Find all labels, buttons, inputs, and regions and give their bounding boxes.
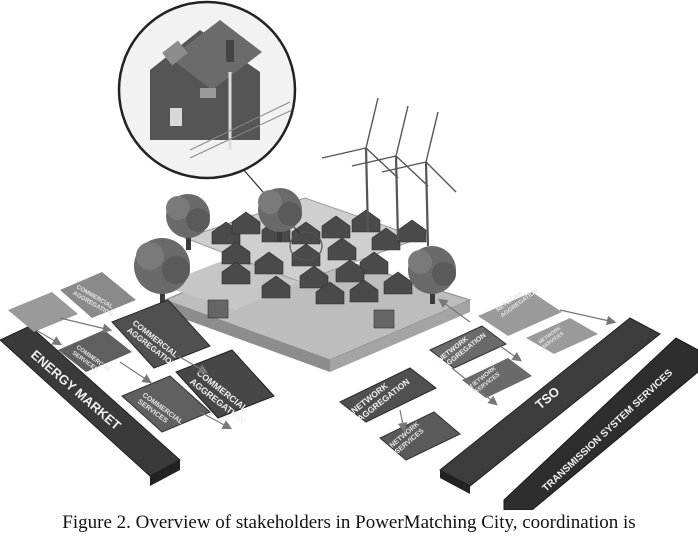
tree-icon	[258, 188, 302, 242]
wind-turbine-icon	[381, 111, 457, 247]
small-blocks-left: COMMERCIALAGGREGATION COMMERCIALSERVICES	[8, 272, 136, 374]
right-arrows	[397, 298, 617, 433]
network-aggregation-block-1: NETWORKAGGREGATION	[429, 325, 507, 370]
tree-icon	[166, 194, 210, 250]
stakeholder-diagram: ENERGY MARKET COMMERCIALAGGREGATION COMM…	[0, 0, 698, 511]
tree-icon	[408, 246, 456, 304]
network-aggregation-small: NETWORKAGGREGATION NETWORKSERVICES	[478, 288, 598, 354]
tree-icon	[134, 238, 190, 304]
house-detail-icon	[117, 0, 297, 180]
left-arrows	[35, 317, 233, 430]
figure-caption: Figure 2. Overview of stakeholders in Po…	[62, 512, 636, 533]
focus-ring	[289, 231, 323, 261]
wind-turbines	[321, 97, 457, 247]
tso-block: TSO	[439, 317, 661, 494]
wind-turbine-icon	[351, 105, 429, 241]
diagram-canvas: ENERGY MARKET COMMERCIALAGGREGATION COMM…	[0, 0, 698, 511]
wind-turbine-icon	[321, 97, 399, 233]
trees	[134, 188, 456, 304]
network-aggregation-block-2: NETWORKAGGREGATION	[339, 367, 437, 423]
